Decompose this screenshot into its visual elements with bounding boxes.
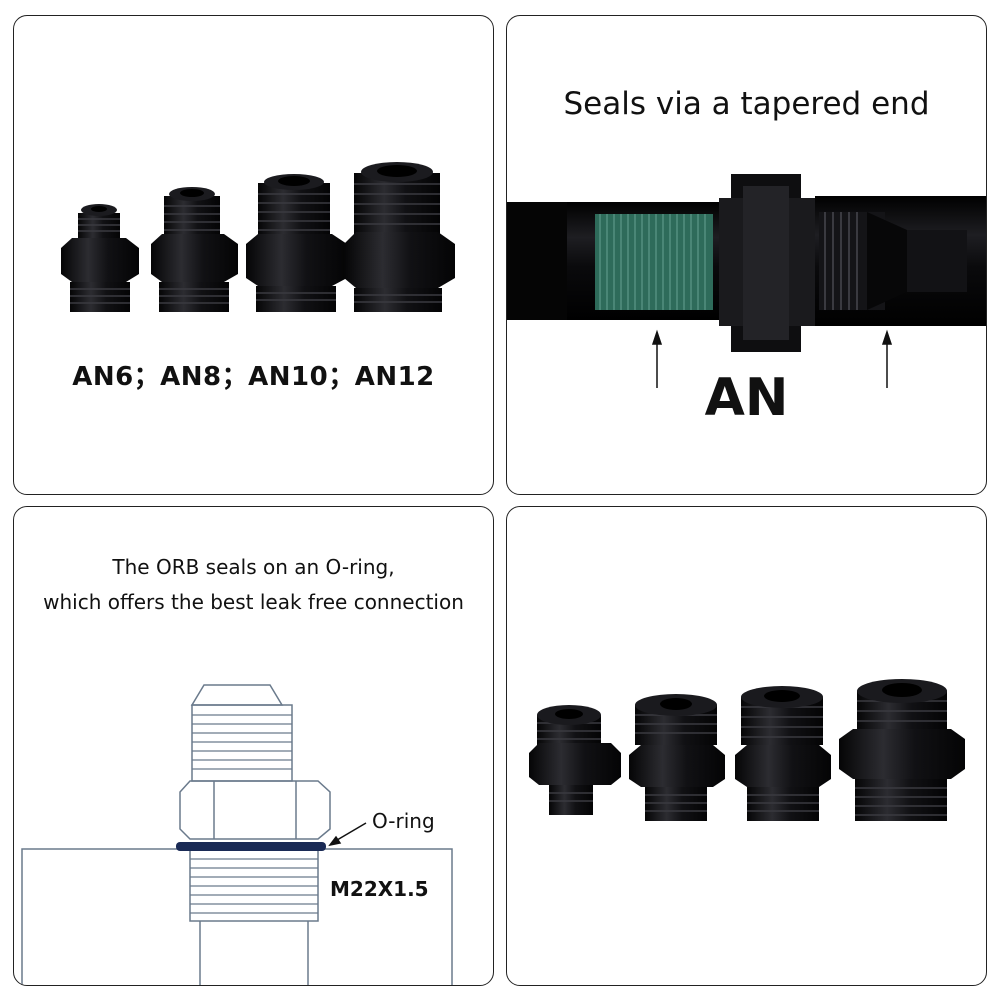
fitting-inverted-1 [529,705,621,815]
tapered-seal-title: Seals via a tapered end [563,86,930,122]
orb-caption-line2: which offers the best leak free connecti… [43,590,464,614]
fitting-an8 [151,187,238,312]
fitting-an6 [61,204,139,312]
fitting-inverted-3 [735,686,831,821]
orb-caption-line1: The ORB seals on an O-ring, [112,555,395,579]
fitting-inverted-2 [629,694,725,821]
thread-size-label: M22X1.5 [330,877,429,901]
fitting-sizes-label: AN6；AN8；AN10；AN12 [72,362,435,392]
panel-an-tapered-seal: Seals via a tapered end [506,15,987,495]
fittings-photo-top [61,162,455,312]
fitting-an12 [344,162,455,312]
panel-orb-seal: The ORB seals on an O-ring, which offers… [13,506,494,986]
orb-fitting-drawing [21,684,453,985]
panel-an-sizes: AN6；AN8；AN10；AN12 [13,15,494,495]
o-ring-band [176,842,326,851]
an-cutaway-illustration [507,174,986,388]
panel-fittings-inverted [506,506,987,986]
fitting-an10 [246,174,347,312]
an-label: AN [704,368,789,428]
fitting-inverted-4 [839,679,965,821]
o-ring-label: O-ring [372,809,435,833]
thread-seal-green [595,214,713,310]
fittings-photo-bottom [529,679,965,821]
